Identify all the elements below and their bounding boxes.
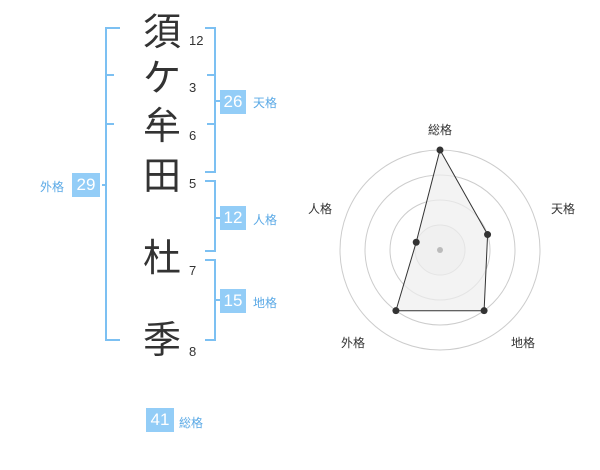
stroke-count-6: 8 [189,344,197,359]
tenkaku-label: 天格 [253,96,278,110]
soukaku-label: 総格 [179,416,204,430]
jinkaku-bracket [205,180,216,252]
name-char-1: 須 [142,10,181,54]
radar-point-5 [412,238,420,246]
radar-point-2 [484,231,492,239]
name-char-5: 杜 [142,236,181,280]
name-char-3: 牟 [142,104,181,148]
radar-point-4 [392,307,400,315]
radar-label-jinkaku: 人格 [308,202,333,216]
radar-label-gaikaku: 外格 [341,336,366,350]
stroke-count-1: 12 [189,33,204,48]
tenkaku-score: 26 [220,90,246,114]
jinkaku-label: 人格 [253,213,278,227]
stroke-count-4: 5 [189,176,197,191]
name-char-6: 季 [142,318,181,362]
name-char-2: ケ [142,56,181,100]
radar-polygon [395,148,489,312]
chikaku-label: 地格 [253,296,278,310]
radar-label-chikaku: 地格 [511,336,536,350]
chikaku-score: 15 [220,289,246,313]
stroke-count-5: 7 [189,263,197,278]
radar-point-1 [436,146,444,154]
stroke-count-3: 6 [189,128,197,143]
jinkaku-score: 12 [220,206,246,230]
radar-point-3 [480,307,488,315]
gaikaku-score: 29 [72,173,100,197]
name-char-4: 田 [142,154,181,198]
radar-label-soukaku: 総格 [428,123,453,137]
radar-label-tenkaku: 天格 [551,202,576,216]
soukaku-score: 41 [146,408,174,432]
radar-center-dot [437,247,443,253]
gaikaku-label: 外格 [40,180,65,194]
stroke-count-2: 3 [189,80,197,95]
